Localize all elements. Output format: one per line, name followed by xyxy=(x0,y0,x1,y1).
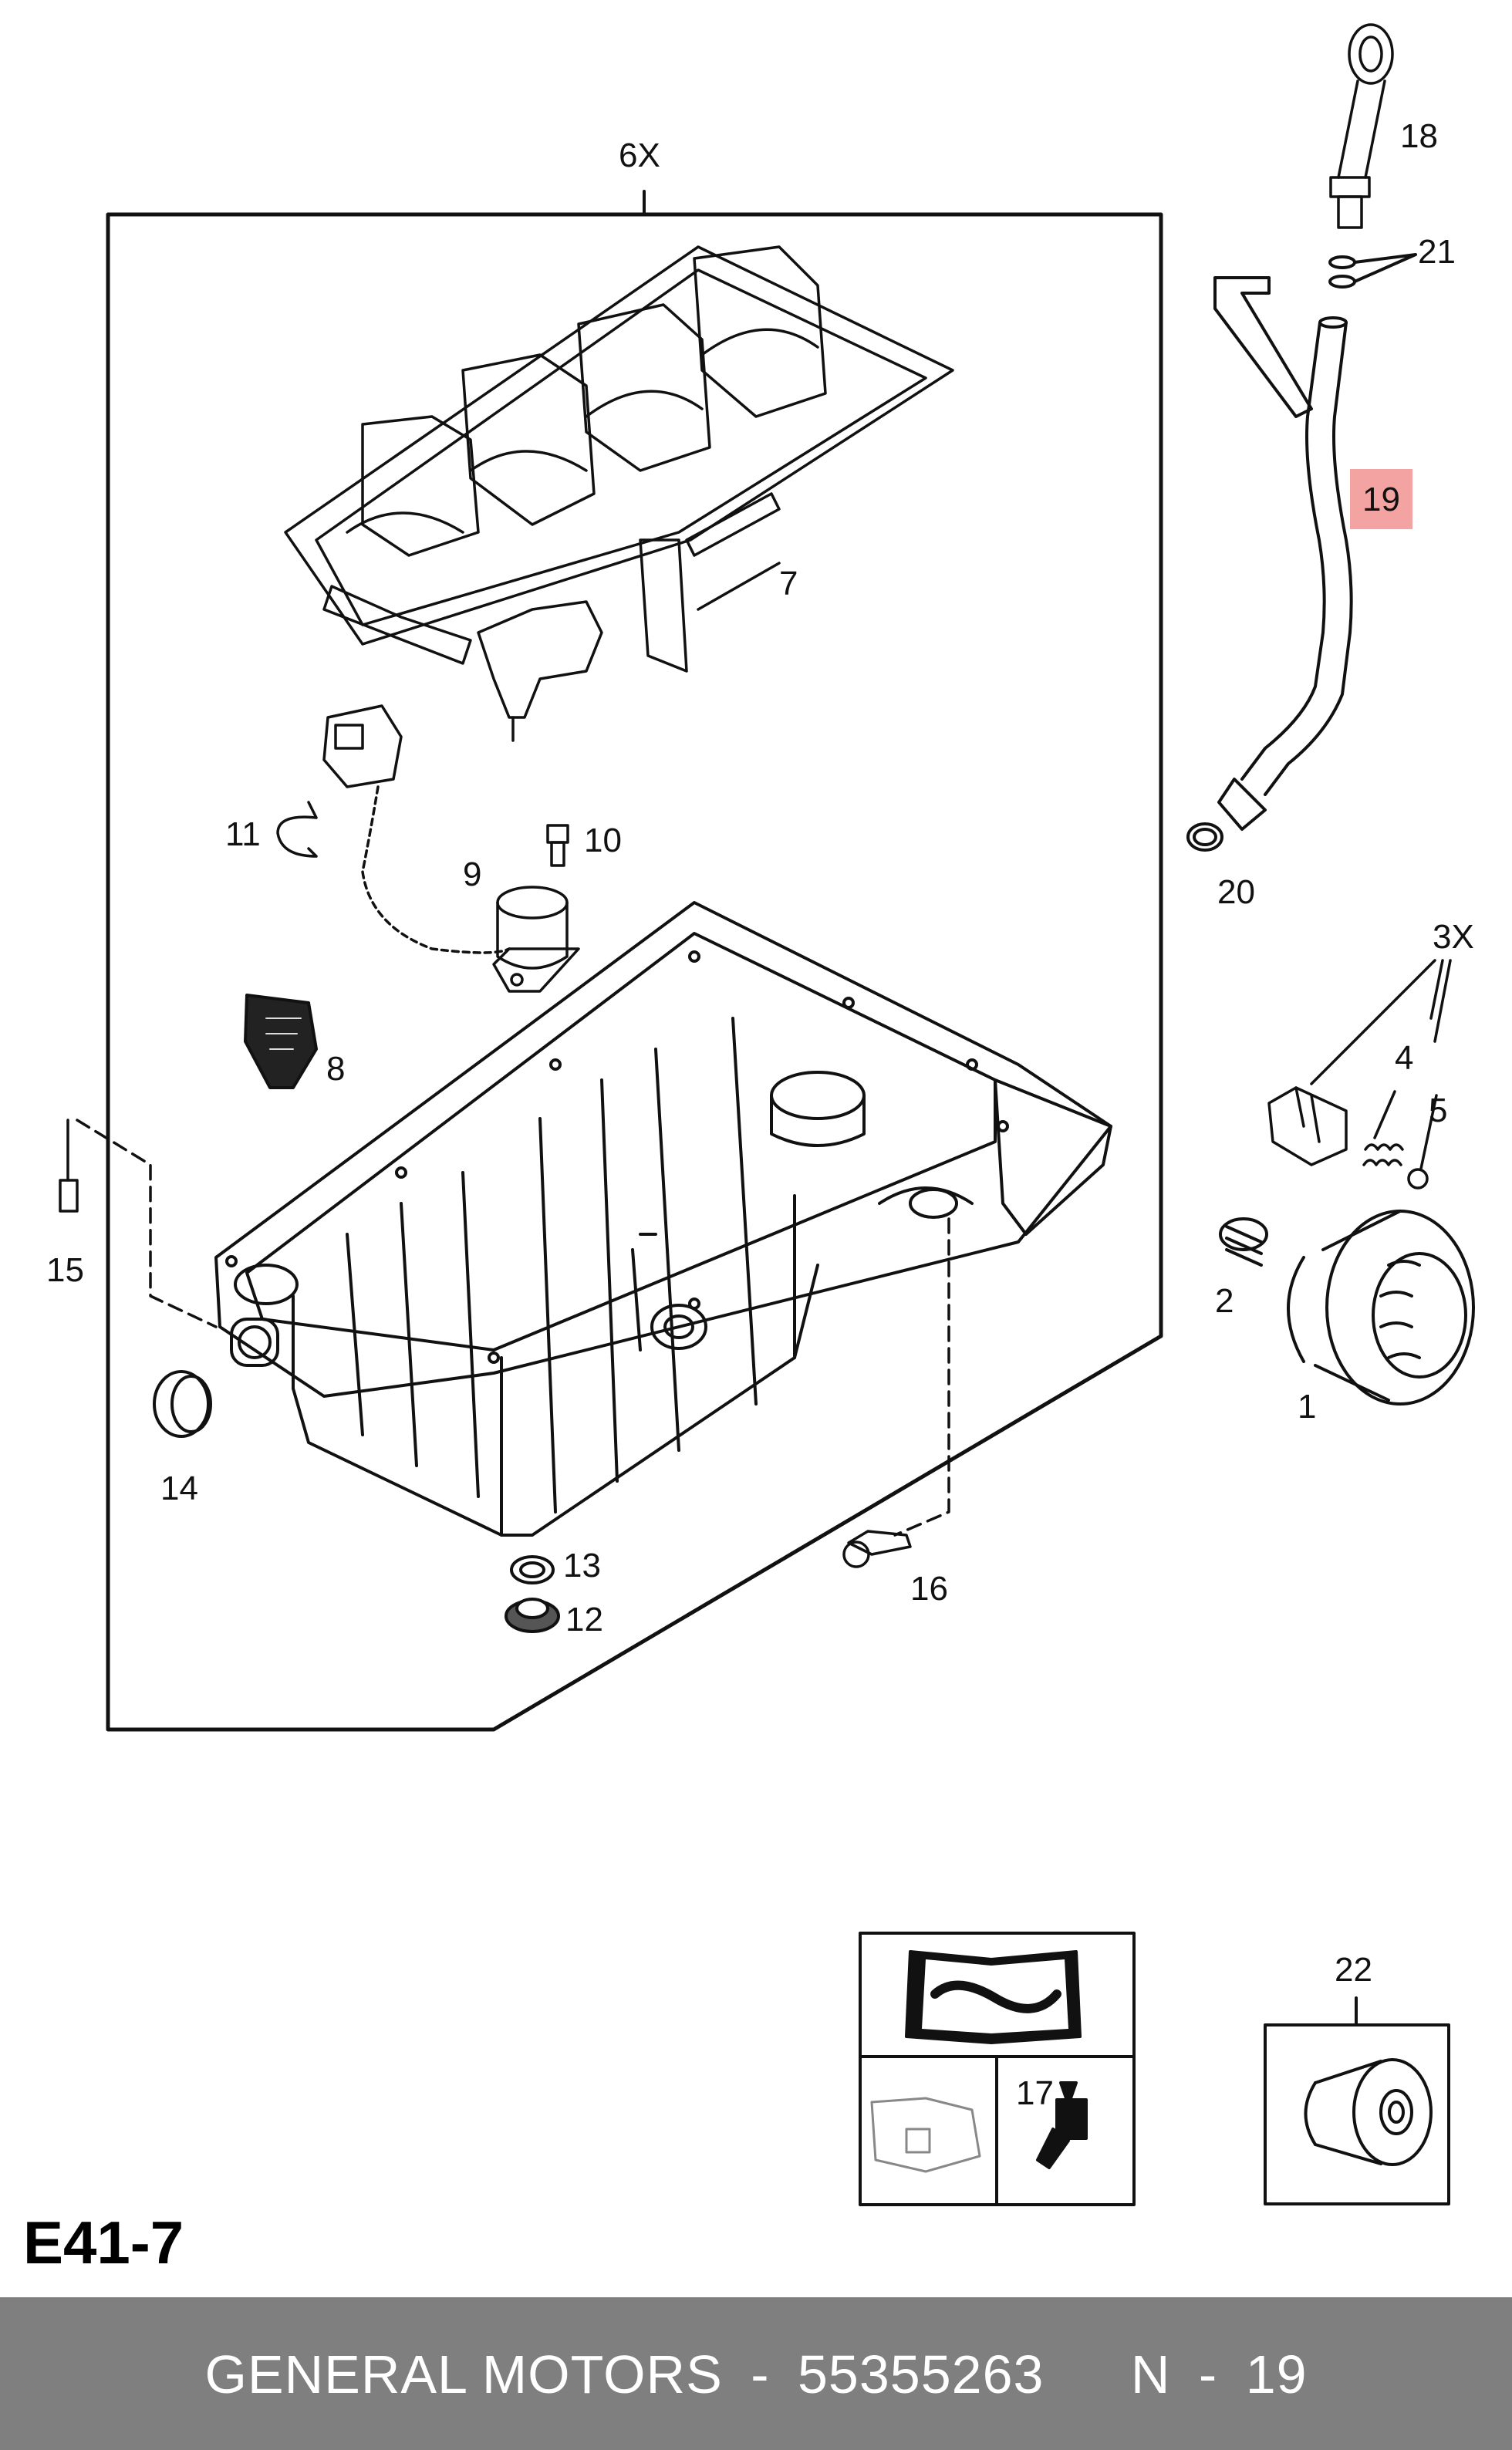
bolt-part-15 xyxy=(59,1119,218,1328)
bypass-valve-group-3x xyxy=(1267,959,1452,1190)
o-ring-part-20 xyxy=(1186,822,1223,852)
bolt-part-16 xyxy=(842,1217,950,1568)
callout-11[interactable]: 11 xyxy=(225,815,261,853)
footer-text: GENERAL MOTORS - 55355263 N - 19 xyxy=(0,2344,1512,2405)
upper-pan-baffle-part-7 xyxy=(284,245,954,742)
retaining-clip-part-11 xyxy=(276,801,318,858)
callout-7[interactable]: 7 xyxy=(779,565,798,602)
o-rings-part-21 xyxy=(1328,253,1417,289)
callout-22[interactable]: 22 xyxy=(1335,1951,1372,1989)
fastener-group-quantity-label: 3X xyxy=(1433,918,1474,956)
footer-brand: GENERAL MOTORS xyxy=(204,2344,723,2404)
threaded-fitting-part-2 xyxy=(1219,1217,1268,1267)
dipstick-tube-part-19 xyxy=(1213,276,1353,831)
diagram-code: E41-7 xyxy=(23,2209,184,2276)
lower-oil-pan xyxy=(214,901,1112,1537)
callout-17[interactable]: 17 xyxy=(1016,2074,1054,2112)
callout-16[interactable]: 16 xyxy=(910,1570,948,1608)
footer-part-number: 55355263 xyxy=(798,2344,1045,2404)
callout-14[interactable]: 14 xyxy=(160,1470,198,1507)
callout-20[interactable]: 20 xyxy=(1217,873,1255,911)
sealant-bottle-icon xyxy=(1036,2081,1088,2169)
oil-can-icon xyxy=(870,2097,981,2173)
callout-15[interactable]: 15 xyxy=(46,1251,84,1289)
callout-12[interactable]: 12 xyxy=(565,1601,603,1638)
filter-cartridge-box xyxy=(1264,1996,1450,2205)
callout-10[interactable]: 10 xyxy=(584,822,622,859)
footer-ref-separator: - xyxy=(1198,2344,1218,2404)
oil-filter-cartridge-icon xyxy=(1304,2058,1433,2166)
footer-separator: - xyxy=(751,2344,770,2404)
callout-2[interactable]: 2 xyxy=(1215,1282,1234,1320)
assembly-group-frame xyxy=(106,190,1163,1732)
callout-19-highlighted[interactable]: 19 xyxy=(1350,469,1412,529)
callout-21[interactable]: 21 xyxy=(1418,233,1456,271)
group-quantity-label: 6X xyxy=(619,137,660,174)
callout-9[interactable]: 9 xyxy=(463,855,482,893)
callout-13[interactable]: 13 xyxy=(563,1547,601,1584)
service-manual-wrench-icon xyxy=(905,1950,1082,2044)
callout-5[interactable]: 5 xyxy=(1429,1092,1448,1129)
footer-ref-prefix: N xyxy=(1130,2344,1171,2404)
callout-4[interactable]: 4 xyxy=(1395,1039,1414,1077)
callout-8[interactable]: 8 xyxy=(326,1050,346,1088)
callout-1[interactable]: 1 xyxy=(1298,1388,1317,1426)
service-info-box xyxy=(859,1932,1136,2206)
oil-pickup-part-8 xyxy=(244,994,318,1089)
drain-plug-part-12 xyxy=(505,1598,560,1633)
seal-ring-part-14 xyxy=(153,1370,212,1438)
footer-ref-number: 19 xyxy=(1245,2344,1308,2404)
oil-level-sensor-part-9 xyxy=(322,704,580,993)
callout-18[interactable]: 18 xyxy=(1400,117,1438,155)
washer-part-13 xyxy=(510,1555,555,1584)
footer-bar: GENERAL MOTORS - 55355263 N - 19 xyxy=(0,2297,1512,2450)
oil-filter-part-1 xyxy=(1287,1210,1475,1406)
dipstick-handle-part-18 xyxy=(1329,23,1394,229)
bolt-part-10 xyxy=(546,824,569,867)
